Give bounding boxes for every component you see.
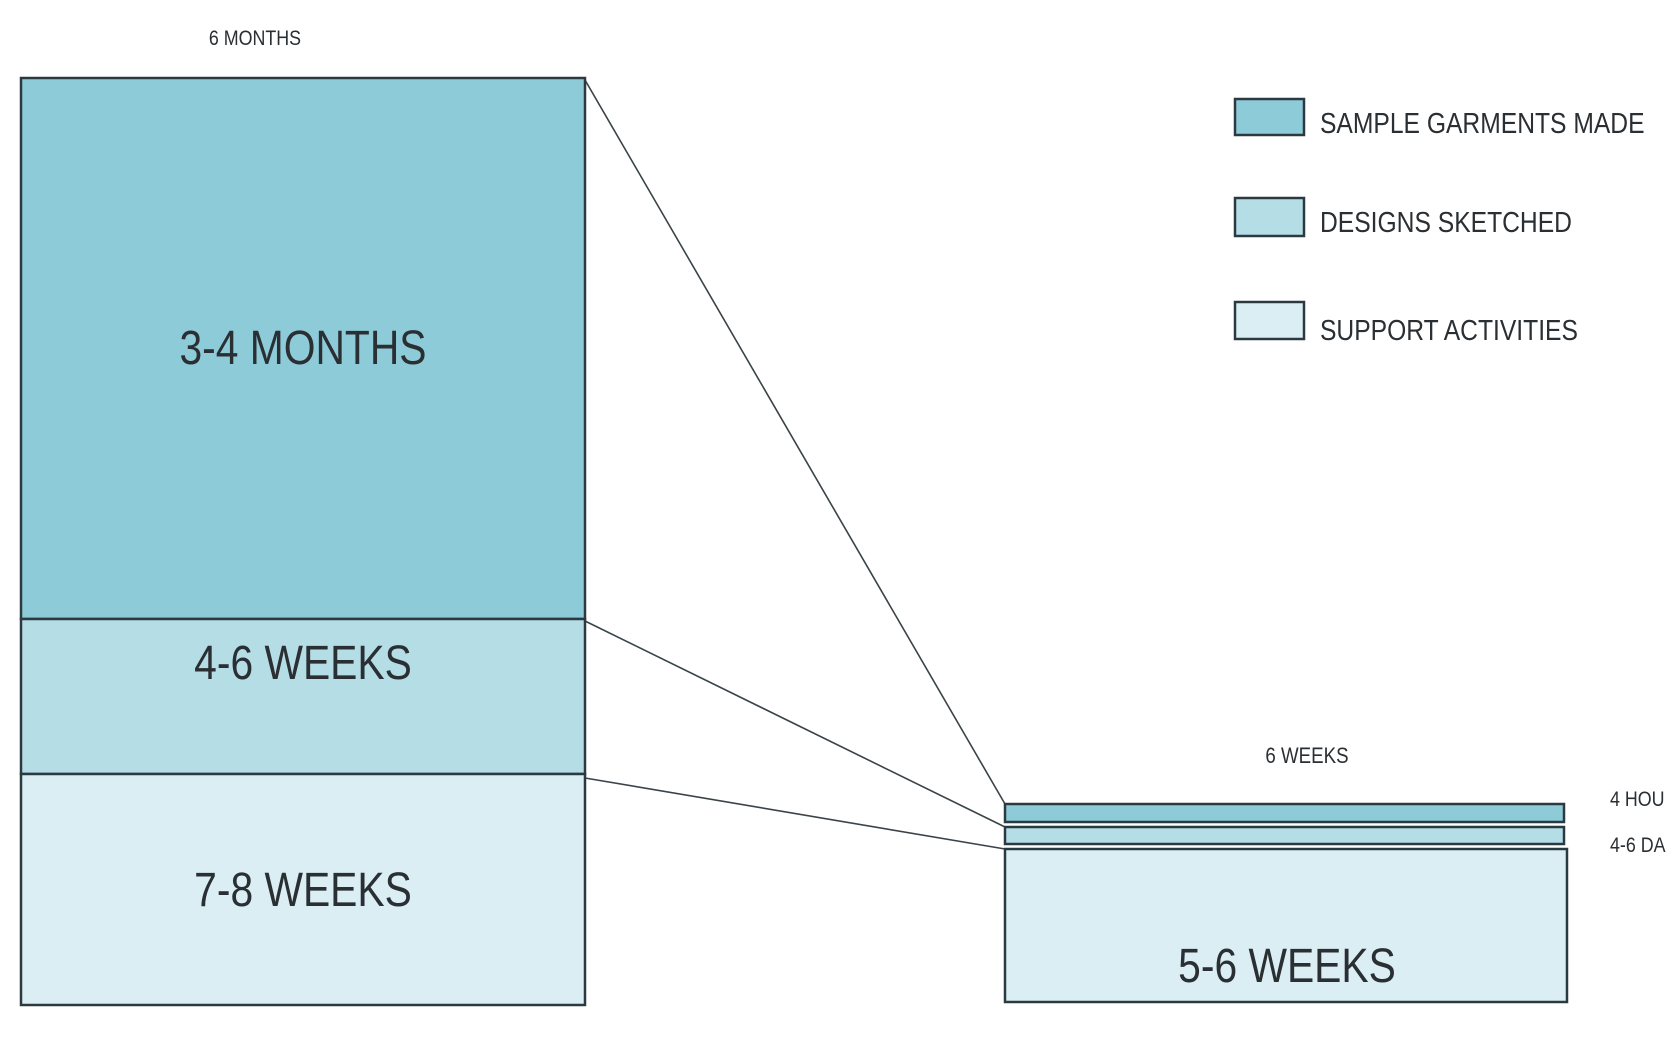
left-segment-label: 3-4 MONTHS xyxy=(179,322,426,375)
right-segment-support-activities xyxy=(1003,847,1569,1004)
connector-designs-sketched xyxy=(584,620,1006,828)
right-segment-label: 5-6 WEEKS xyxy=(1178,940,1396,993)
legend: SAMPLE GARMENTS MADE DESIGNS SKETCHED SU… xyxy=(1233,97,1645,346)
legend-swatch-sample-garments xyxy=(1233,97,1306,137)
left-segment-support-activities xyxy=(19,772,587,1007)
left-segment-label: 7-8 WEEKS xyxy=(194,864,412,917)
connector-support-activities xyxy=(584,777,1006,850)
right-segment-sample-garments xyxy=(1003,802,1566,824)
legend-swatch-designs-sketched xyxy=(1233,196,1306,238)
left-segment-designs-sketched xyxy=(19,617,587,776)
right-segment-label: 4-6 DA xyxy=(1610,834,1666,858)
left-segment-label: 4-6 WEEKS xyxy=(194,637,412,690)
right-segment-label: 4 HOU xyxy=(1610,788,1664,812)
legend-label: DESIGNS SKETCHED xyxy=(1320,206,1572,238)
legend-label: SUPPORT ACTIVITIES xyxy=(1320,314,1578,346)
legend-swatch-support-activities xyxy=(1233,300,1306,341)
left-total-label: 6 MONTHS xyxy=(209,27,301,51)
connector-sample-garments xyxy=(584,79,1006,805)
right-segment-designs-sketched xyxy=(1003,825,1566,846)
left-segment-sample-garments xyxy=(19,76,587,621)
legend-label: SAMPLE GARMENTS MADE xyxy=(1320,107,1645,139)
right-total-label: 6 WEEKS xyxy=(1265,745,1348,769)
